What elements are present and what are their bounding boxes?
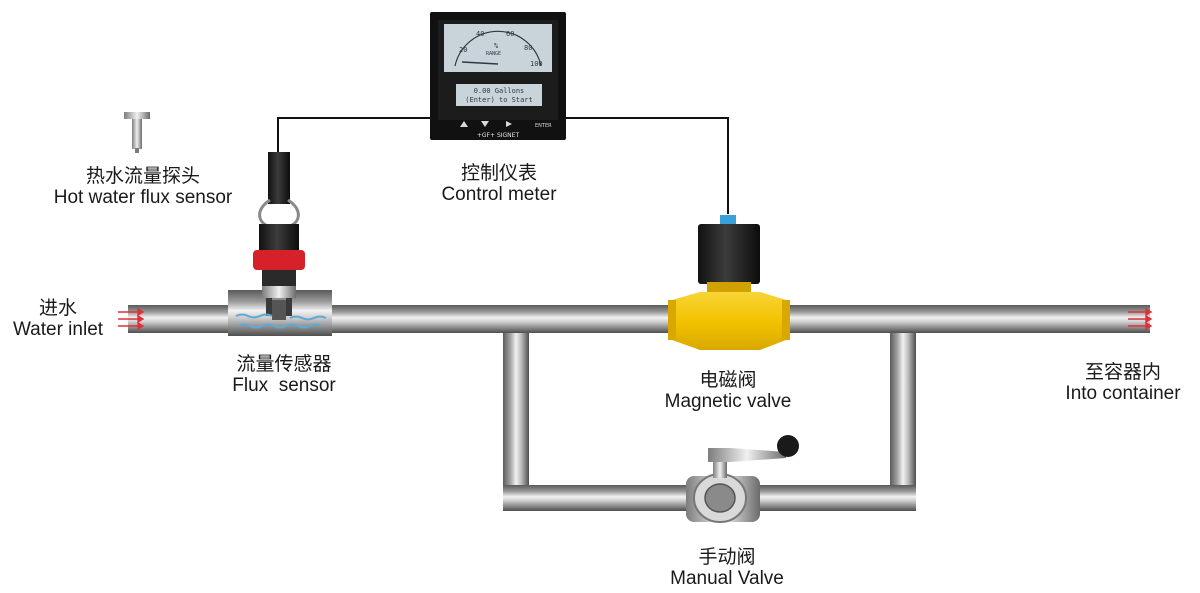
flux-sensor-label-zh: 流量传感器: [236, 353, 332, 375]
water-inlet-label: 进水 Water inlet: [0, 297, 116, 341]
flux-sensor-label-en: Flux sensor: [232, 375, 336, 397]
manual-valve-label-zh: 手动阀: [698, 546, 756, 568]
manual-valve-label: 手动阀 Manual Valve: [646, 546, 808, 590]
water-inlet-label-zh: 进水: [38, 297, 77, 319]
control-meter-label-en: Control meter: [441, 184, 557, 206]
meter-scale-80: 80: [524, 44, 532, 52]
meter-enter-key: ENTER: [535, 123, 552, 129]
meter-unit: %: [494, 42, 499, 50]
meter-display-line2: (Enter) to Start: [465, 96, 532, 104]
flux-sensor-label: 流量传感器 Flux sensor: [208, 353, 360, 397]
meter-display-line1: 0.00 Gallons: [474, 87, 525, 95]
meter-down-key: [481, 121, 489, 127]
bypass-right-riser: [890, 325, 916, 511]
meter-scale-100: 100: [530, 60, 543, 68]
control-meter-label: 控制仪表 Control meter: [415, 162, 583, 206]
bypass-loop: [503, 325, 916, 511]
magnetic-valve-label-zh: 电磁阀: [699, 369, 757, 391]
hot-water-sensor-label-zh: 热水流量探头: [85, 165, 200, 187]
magnetic-valve-label: 电磁阀 Magnetic valve: [636, 369, 820, 413]
flux-sensor: [228, 152, 332, 336]
into-container-label: 至容器内 Into container: [1050, 361, 1196, 405]
into-container-label-zh: 至容器内: [1084, 361, 1161, 383]
meter-unit-range: RANGE: [486, 51, 501, 57]
outlet-flow-arrows: [1128, 307, 1153, 331]
manual-valve: [686, 435, 799, 523]
bypass-left-riser: [503, 325, 529, 511]
magnetic-valve-label-en: Magnetic valve: [664, 391, 792, 413]
hot-water-sensor-label-en: Hot water flux sensor: [53, 187, 233, 209]
control-meter: 20 40 60 80 100 % RANGE 0.00 Gallons (En…: [430, 12, 566, 140]
hot-water-probe-icon: [124, 112, 150, 153]
inlet-flow-arrows: [118, 307, 145, 331]
meter-scale-20: 20: [459, 46, 467, 54]
signal-wires: [277, 117, 729, 214]
control-meter-label-zh: 控制仪表: [460, 162, 537, 184]
magnetic-valve: [668, 215, 790, 350]
meter-right-key: [506, 121, 512, 127]
water-inlet-label-en: Water inlet: [12, 319, 104, 341]
into-container-label-en: Into container: [1065, 383, 1181, 405]
manual-valve-label-en: Manual Valve: [670, 568, 784, 590]
hot-water-sensor-label: 热水流量探头 Hot water flux sensor: [24, 165, 262, 209]
meter-scale-60: 60: [506, 30, 514, 38]
meter-brand: +GF+ SIGNET: [477, 132, 520, 139]
meter-scale-40: 40: [476, 30, 484, 38]
meter-up-key: [460, 121, 468, 127]
